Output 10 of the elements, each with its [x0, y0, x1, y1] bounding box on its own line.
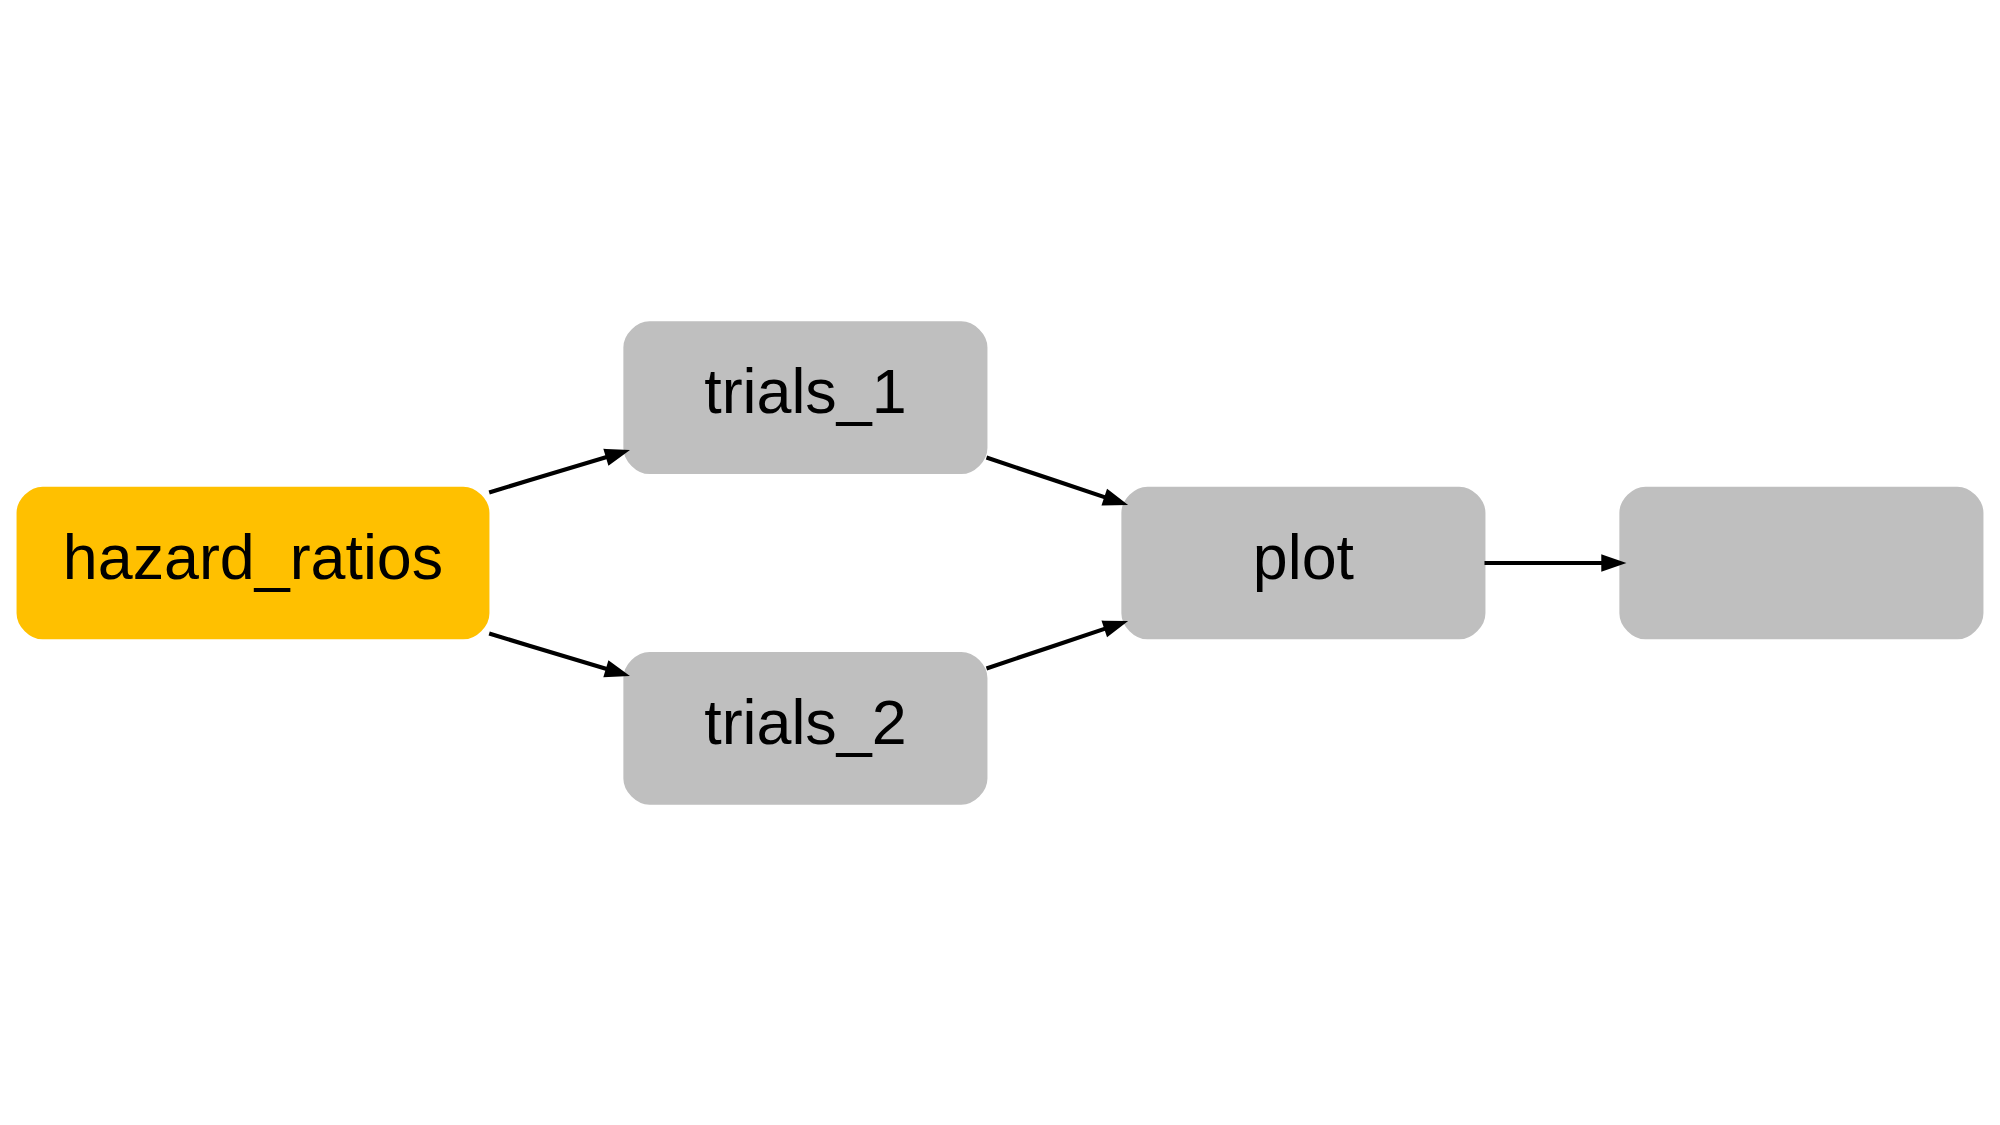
arrow: [985, 455, 1129, 505]
node-box: hazard_ratios: [16, 486, 490, 639]
arrow: [1484, 553, 1627, 572]
node-box: trials_2: [623, 651, 988, 805]
node-box: [1619, 486, 1984, 639]
node-box: trials_1: [623, 320, 988, 474]
node-box: plot: [1121, 486, 1486, 639]
arrow: [488, 448, 630, 494]
arrow: [488, 631, 630, 677]
arrow: [985, 620, 1129, 670]
